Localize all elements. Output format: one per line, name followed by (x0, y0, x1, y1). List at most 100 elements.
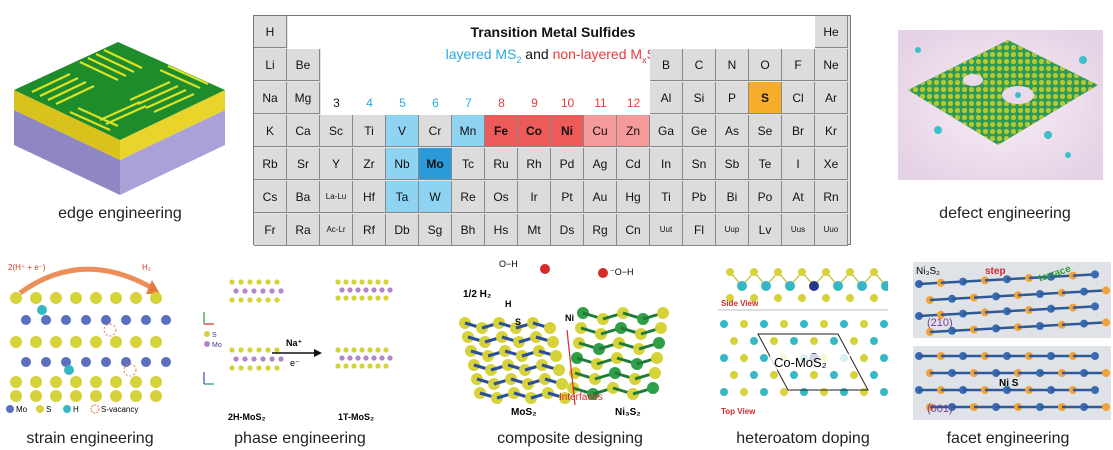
group-label-5: 5 (399, 96, 406, 110)
element-w: W (419, 181, 452, 213)
s-atom (820, 320, 828, 328)
element-xe: Xe (815, 148, 848, 180)
s-atom (1069, 303, 1077, 312)
phase-arrow-na: Na⁺ (286, 338, 303, 348)
mo-atom (870, 371, 878, 379)
element-au: Au (584, 181, 617, 213)
mo-atom (41, 315, 51, 325)
s-atom (780, 388, 788, 396)
s-atom (265, 365, 271, 371)
caption-heteroatom-doping: heteroatom doping (736, 430, 870, 447)
group-label-10: 10 (560, 96, 575, 110)
group-label-3: 3 (333, 96, 340, 110)
element-ni: Ni (551, 115, 584, 147)
caption-composite-designing: composite designing (497, 430, 643, 447)
s-atom (274, 347, 280, 353)
element-te: Te (749, 148, 782, 180)
facet-001: (001) (927, 403, 953, 415)
s-atom (335, 347, 341, 353)
s-atom (544, 322, 556, 334)
s-atom (256, 347, 262, 353)
composite-mos2: MoS₂ (511, 407, 537, 418)
s-atom (335, 295, 341, 301)
mo-atom (830, 337, 838, 345)
element-mn: Mn (452, 115, 485, 147)
s-atom (229, 297, 235, 303)
s-atom (30, 376, 42, 388)
mo-atom (760, 354, 768, 362)
caption-strain-engineering: strain engineering (26, 430, 154, 447)
mo-atom (251, 288, 257, 294)
phase-arrow-electron: e⁻ (290, 358, 300, 368)
mo-atom (81, 357, 91, 367)
element-rf: Rf (353, 214, 386, 246)
mo-atom (833, 281, 843, 291)
element-cd: Cd (617, 148, 650, 180)
element-ne: Ne (815, 49, 848, 81)
s-atom (90, 292, 102, 304)
element-pt: Pt (551, 181, 584, 213)
element-zr: Zr (353, 148, 386, 180)
s-atom (1102, 403, 1110, 411)
element-ti: Ti (650, 181, 683, 213)
element-in: In (650, 148, 683, 180)
s-atom (597, 313, 609, 325)
element-fl: Fl (683, 214, 716, 246)
mo-atom (785, 281, 795, 291)
mo-atom (161, 357, 171, 367)
element-k: K (254, 115, 287, 147)
element-ac-lr: Ac-Lr (320, 214, 353, 246)
element-ar: Ar (815, 82, 848, 114)
element-pd: Pd (551, 148, 584, 180)
s-atom (10, 292, 22, 304)
element-ti: Ti (353, 115, 386, 147)
s-atom (265, 297, 271, 303)
element-p: P (716, 82, 749, 114)
s-atom (90, 376, 102, 388)
element-la-lu: La-Lu (320, 181, 353, 213)
element-na: Na (254, 82, 287, 114)
s-atom (30, 390, 42, 402)
element-si: Si (683, 82, 716, 114)
phase-label-2h: 2H-MoS₂ (228, 412, 266, 422)
o-atom (540, 264, 550, 274)
mo-atom (800, 320, 808, 328)
s-atom (383, 279, 389, 285)
element-n: N (716, 49, 749, 81)
facet-engineering-illustration: Ni₃S₂ step terrace (210) (001) Ni S (913, 262, 1111, 420)
mo-atom (242, 288, 248, 294)
element-ra: Ra (287, 214, 320, 246)
s-atom (1014, 323, 1022, 332)
strain-label-h2: H₂ (142, 263, 151, 272)
s-atom (10, 390, 22, 402)
s-atom (351, 279, 357, 285)
s-atom (822, 268, 830, 276)
facet-step: step (985, 266, 1006, 277)
element-ir: Ir (518, 181, 551, 213)
hetero-top-label: Top View (721, 407, 756, 416)
mo-atom (347, 287, 353, 293)
mo-atom (760, 320, 768, 328)
s-atom (351, 295, 357, 301)
s-atom (50, 292, 62, 304)
strain-lattice (10, 292, 171, 402)
mo-atom (61, 357, 71, 367)
mo-atom (880, 354, 888, 362)
s-atom (90, 336, 102, 348)
s-atom (367, 363, 373, 369)
s-atom (655, 322, 667, 334)
mo-atom (387, 355, 393, 361)
s-atom (238, 347, 244, 353)
s-atom (247, 365, 253, 371)
s-atom (770, 371, 778, 379)
s-atom (30, 292, 42, 304)
s-atom (559, 392, 571, 404)
s-atom (130, 390, 142, 402)
s-atom (229, 347, 235, 353)
s-atom (820, 388, 828, 396)
group-label-9: 9 (531, 96, 538, 110)
s-atom (30, 336, 42, 348)
mo-atom (750, 371, 758, 379)
s-atom (238, 297, 244, 303)
s-atom (726, 268, 734, 276)
